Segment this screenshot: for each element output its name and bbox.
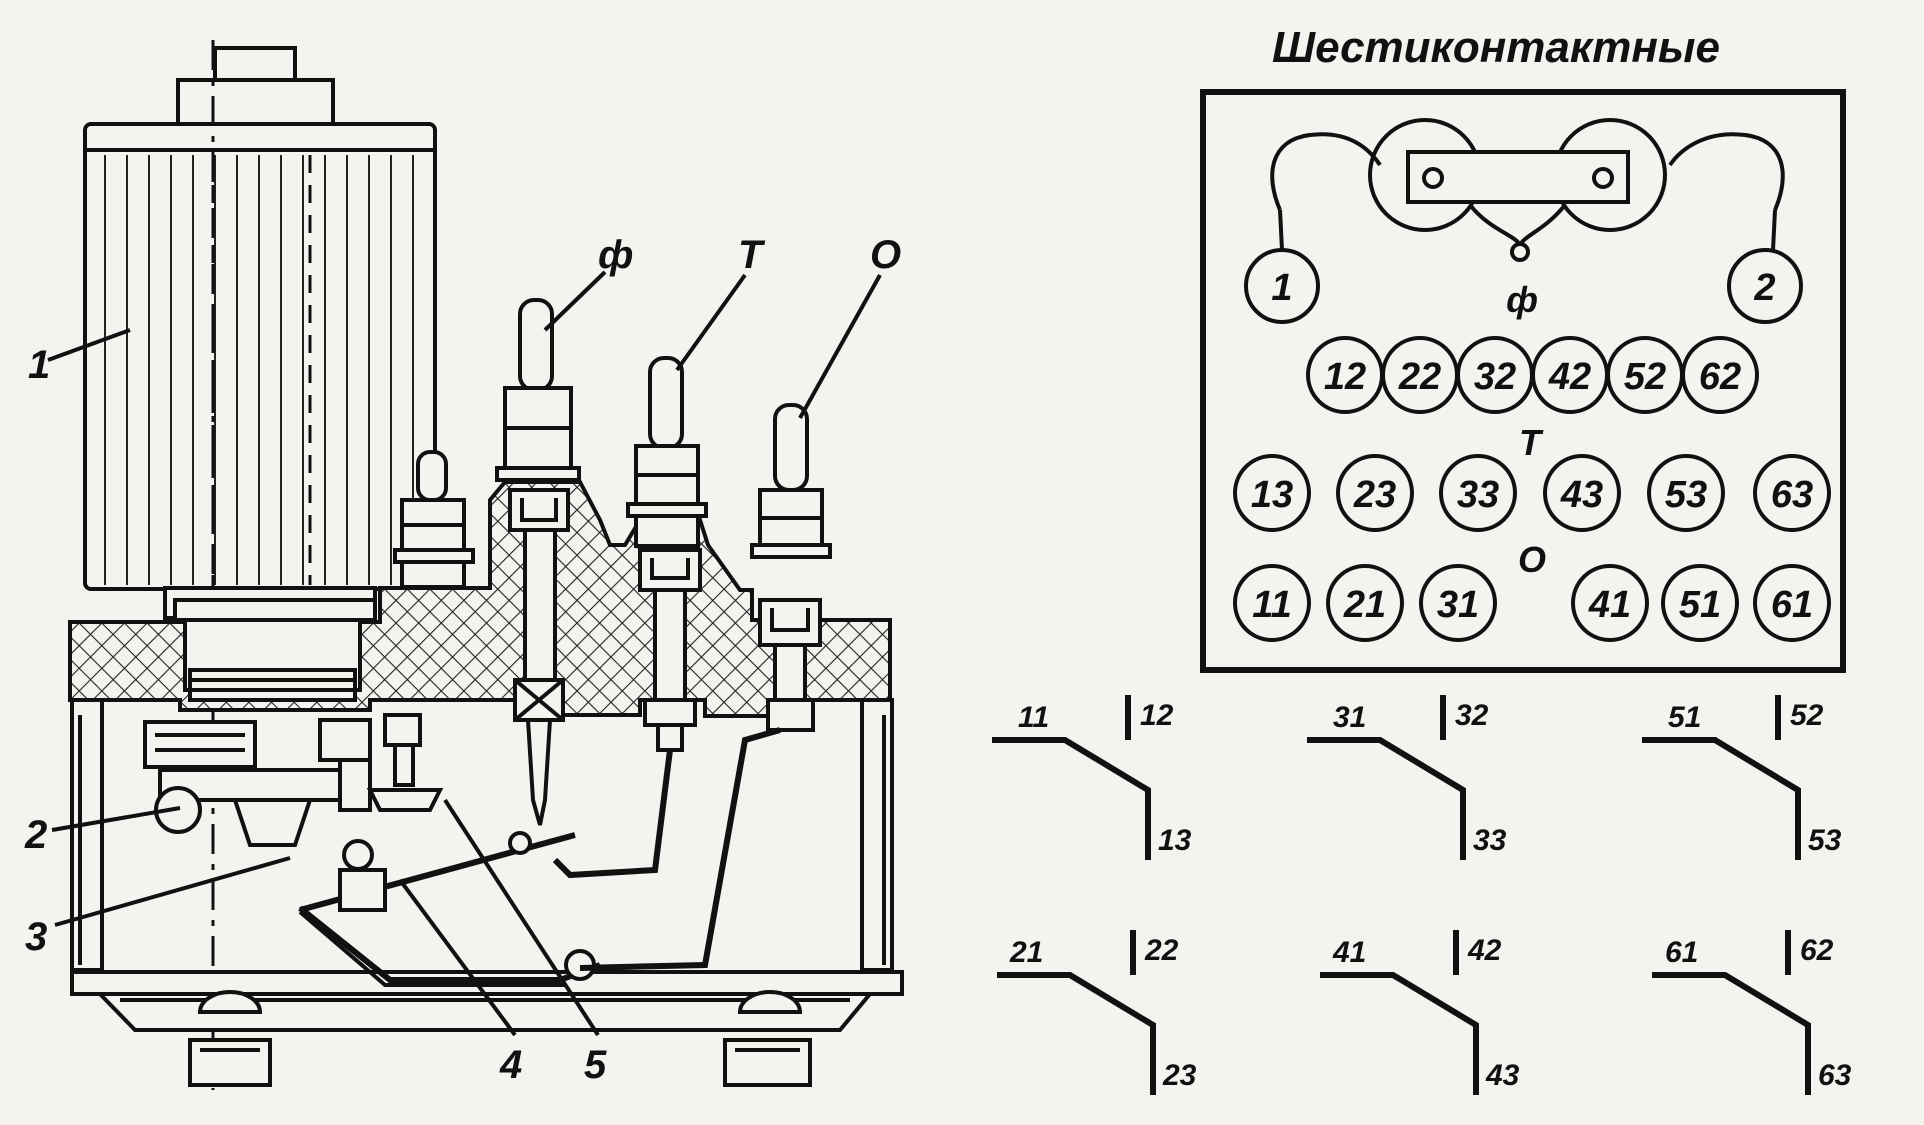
schematic-31: 31 32 33 — [1307, 695, 1507, 860]
top-nut — [213, 46, 297, 85]
schematic-11-c: 13 — [1158, 824, 1192, 857]
schematic-31-b: 32 — [1455, 699, 1489, 732]
schematic-41-c: 43 — [1485, 1059, 1520, 1092]
part-label-1: 1 — [28, 343, 50, 387]
terminal-32: 32 — [1474, 356, 1516, 398]
terminal-31: 31 — [1437, 584, 1479, 626]
top-circle-2-label: 2 — [1753, 267, 1775, 309]
terminal-61: 61 — [1771, 584, 1813, 626]
part-label-5: 5 — [584, 1043, 607, 1087]
terminal-13: 13 — [1251, 474, 1293, 516]
terminal-23: 23 — [1353, 474, 1396, 516]
terminal-11: 11 — [1252, 584, 1291, 626]
terminal-41: 41 — [1588, 584, 1631, 626]
feet — [188, 990, 812, 1087]
schematic-11-a: 11 — [1018, 701, 1049, 734]
terminal-panel: 1 2 ф 12 22 32 42 52 62 Т 13 23 33 43 53… — [1200, 89, 1846, 673]
schematic-21: 21 22 23 — [997, 930, 1197, 1095]
schematic-51-b: 52 — [1790, 699, 1824, 732]
part-label-2: 2 — [24, 813, 47, 857]
panel-title: Шестиконтактные — [1272, 23, 1720, 72]
armature — [143, 713, 602, 987]
terminal-21: 21 — [1343, 584, 1386, 626]
panel-label-o: О — [1518, 539, 1546, 580]
top-circle-2: 2 — [1727, 248, 1803, 324]
row-t: 12 22 32 42 52 62 — [1306, 336, 1759, 414]
row-mid: 13 23 33 43 53 63 — [1233, 454, 1831, 532]
core-cap — [176, 78, 335, 127]
schematic-41-b: 42 — [1467, 934, 1502, 967]
terminal-t — [552, 356, 708, 879]
part-label-3: 3 — [25, 915, 47, 959]
terminal-label-o: О — [870, 233, 901, 277]
panel-label-f: ф — [1506, 279, 1538, 320]
bridge-contact — [1270, 118, 1785, 262]
panel-label-t: Т — [1519, 422, 1544, 463]
schematic-51: 51 52 53 — [1642, 695, 1842, 860]
top-circle-1: 1 — [1244, 248, 1320, 324]
schematic-51-a: 51 — [1668, 701, 1701, 734]
terminal-51: 51 — [1679, 584, 1721, 626]
relay-cross-section: 1 2 3 4 5 ф Т О — [24, 40, 904, 1090]
terminal-label-t: Т — [738, 233, 766, 277]
terminal-small — [393, 450, 475, 589]
schematic-31-a: 31 — [1333, 701, 1366, 734]
coil-body — [83, 40, 437, 1090]
terminal-22: 22 — [1398, 356, 1441, 398]
schematic-61-a: 61 — [1665, 936, 1698, 969]
terminal-43: 43 — [1560, 474, 1603, 516]
schematic-31-c: 33 — [1473, 824, 1507, 857]
terminal-12: 12 — [1324, 356, 1366, 398]
schematic-21-c: 23 — [1162, 1059, 1197, 1092]
terminal-f — [495, 298, 581, 826]
leader-lines — [47, 270, 882, 1037]
schematic-21-a: 21 — [1009, 936, 1043, 969]
schematic-11-b: 12 — [1140, 699, 1174, 732]
terminal-53: 53 — [1665, 474, 1707, 516]
schematic-51-c: 53 — [1808, 824, 1842, 857]
schematic-61: 61 62 63 — [1652, 930, 1852, 1095]
schematic-61-b: 62 — [1800, 934, 1834, 967]
terminal-o — [579, 403, 832, 971]
row-o: 11 21 31 41 51 61 — [1233, 564, 1831, 642]
terminal-52: 52 — [1624, 356, 1666, 398]
terminal-63: 63 — [1771, 474, 1813, 516]
part-label-4: 4 — [499, 1043, 522, 1087]
schematic-41: 41 42 43 — [1320, 930, 1520, 1095]
contact-schematics: 11 12 13 31 32 33 51 52 53 21 22 23 — [992, 695, 1852, 1095]
terminal-label-f: ф — [598, 233, 633, 277]
schematic-11: 11 12 13 — [992, 695, 1192, 860]
terminal-42: 42 — [1548, 356, 1591, 398]
top-circle-1-label: 1 — [1271, 267, 1292, 309]
schematic-61-c: 63 — [1818, 1059, 1852, 1092]
schematic-21-b: 22 — [1144, 934, 1179, 967]
terminal-62: 62 — [1699, 356, 1741, 398]
schematic-41-a: 41 — [1332, 936, 1366, 969]
terminal-33: 33 — [1457, 474, 1499, 516]
